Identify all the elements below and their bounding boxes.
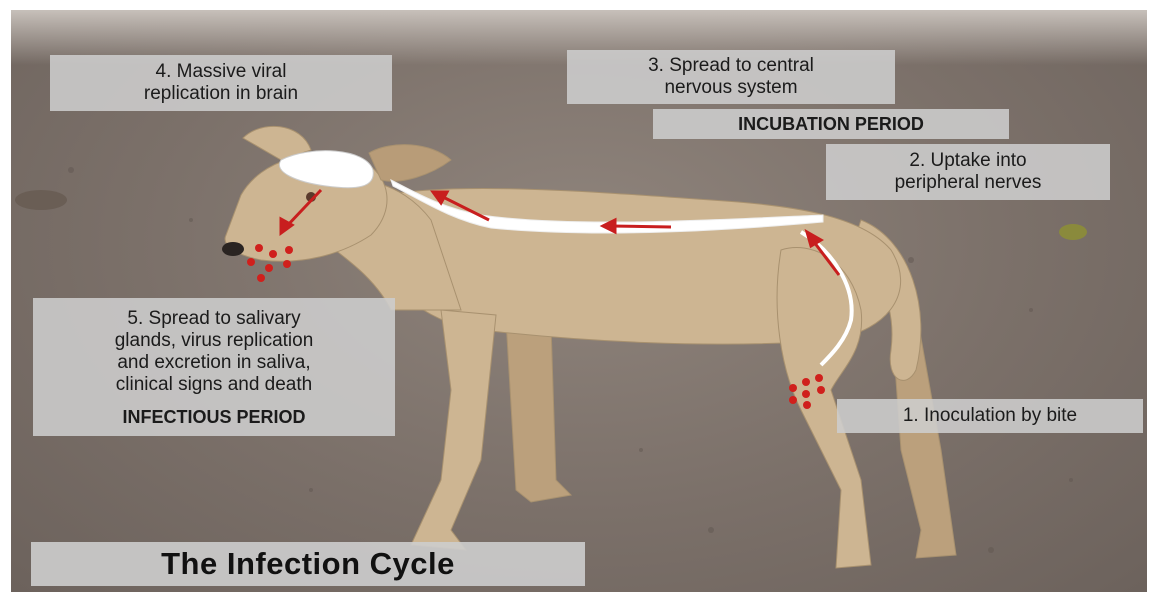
dog-ear-right — [369, 145, 451, 182]
stage-5-line-2: glands, virus replication — [33, 330, 395, 352]
stage-3-label: 3. Spread to central nervous system — [567, 50, 895, 104]
stage-2-line-1: 2. Uptake into — [826, 150, 1110, 172]
stage-1-line-1: 1. Inoculation by bite — [837, 405, 1143, 427]
dog-far-front-leg — [506, 320, 571, 502]
incubation-period-text: INCUBATION PERIOD — [653, 113, 1009, 135]
stage-4-line-1: 4. Massive viral — [50, 61, 392, 83]
stage-3-line-1: 3. Spread to central — [567, 55, 895, 77]
infectious-period-text: INFECTIOUS PERIOD — [33, 406, 395, 428]
leaf — [1059, 224, 1087, 240]
stage-4-label: 4. Massive viral replication in brain — [50, 55, 392, 111]
diagram-title: The Infection Cycle — [161, 546, 455, 581]
stage-3-line-2: nervous system — [567, 77, 895, 99]
stage-1-label: 1. Inoculation by bite — [837, 399, 1143, 433]
dog-nose — [222, 242, 244, 256]
stage-5-line-1: 5. Spread to salivary — [33, 308, 395, 330]
title-banner: The Infection Cycle — [31, 542, 585, 586]
stage-5-line-4: clinical signs and death — [33, 374, 395, 396]
stage-4-line-2: replication in brain — [50, 83, 392, 105]
stage-2-line-2: peripheral nerves — [826, 172, 1110, 194]
stone — [15, 190, 67, 210]
arrow-spine — [611, 226, 671, 227]
stage-5-line-3: and excretion in saliva, — [33, 352, 395, 374]
dog-near-front-leg — [411, 310, 496, 550]
incubation-period-label: INCUBATION PERIOD — [653, 109, 1009, 139]
stage-5-label: 5. Spread to salivary glands, virus repl… — [33, 298, 395, 436]
photo-background: 4. Massive viral replication in brain 3.… — [11, 10, 1147, 592]
stage-2-label: 2. Uptake into peripheral nerves — [826, 144, 1110, 200]
